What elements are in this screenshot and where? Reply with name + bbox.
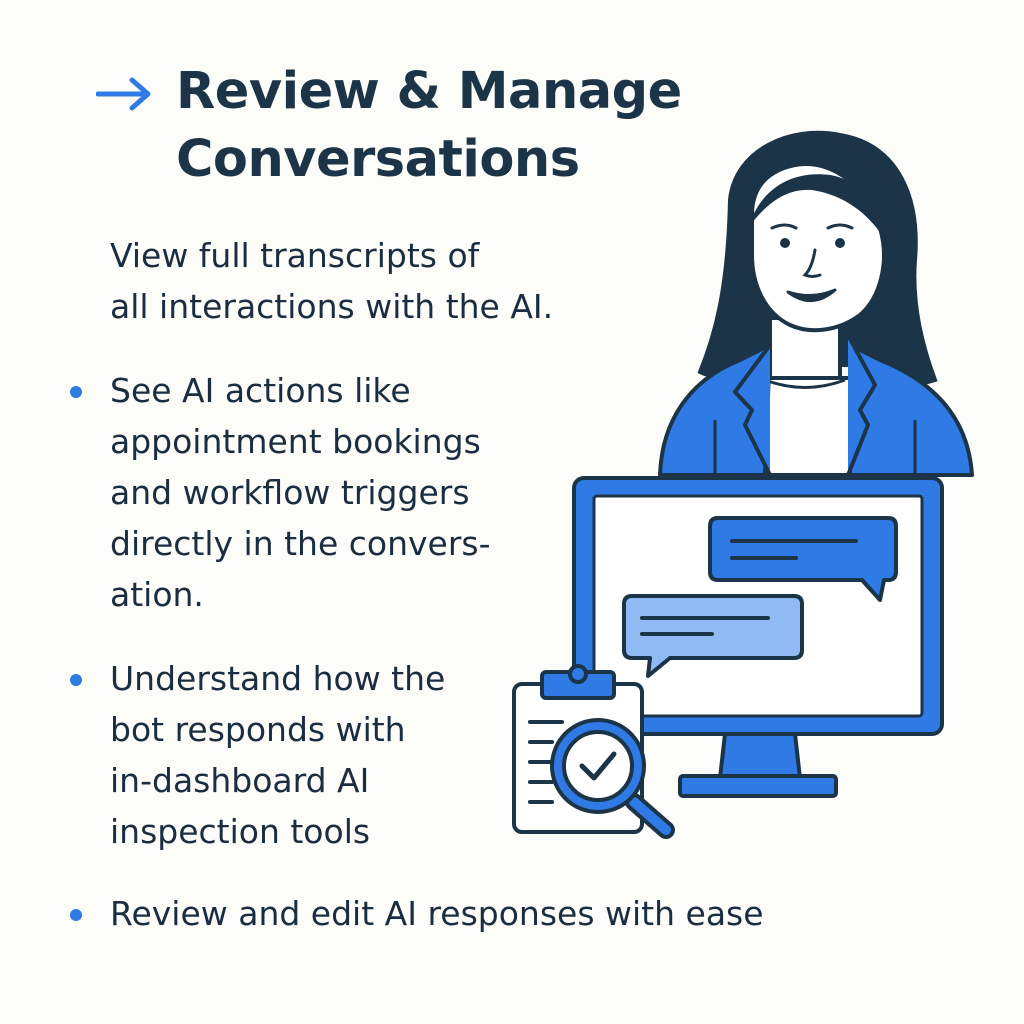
bullet-dot-icon [70,909,82,921]
chat-bubble-light-icon [622,594,804,678]
bullet-text: See AI actions like appointment bookings… [110,371,491,614]
title-line-1: Review & Manage [176,62,682,121]
eye-right [835,238,845,248]
title-line-2: Conversations [176,130,580,189]
smile [786,288,837,302]
bullet-dot-icon [70,386,82,398]
bullet-text: Review and edit AI responses with ease [110,894,764,933]
hair-bangs [748,174,885,240]
person-illustration [658,130,974,477]
blazer [658,343,772,477]
bullet-text: Understand how the bot responds with in-… [110,659,446,851]
eye-left [780,238,790,248]
magnifier-checkmark-icon [550,718,675,839]
face [750,162,886,333]
bullet-dot-icon [70,674,82,686]
page-title: Review & Manage Conversations [176,58,682,194]
arrow-right-icon [96,77,151,111]
intro-text: View full transcripts of all interaction… [110,236,554,326]
chat-bubble-dark-icon [708,516,898,602]
